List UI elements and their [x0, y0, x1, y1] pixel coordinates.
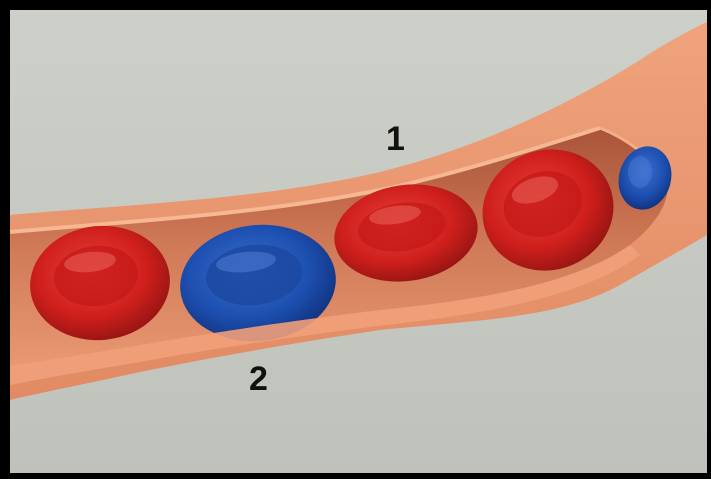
label-2: 2	[249, 362, 268, 396]
label-1: 1	[386, 122, 405, 156]
